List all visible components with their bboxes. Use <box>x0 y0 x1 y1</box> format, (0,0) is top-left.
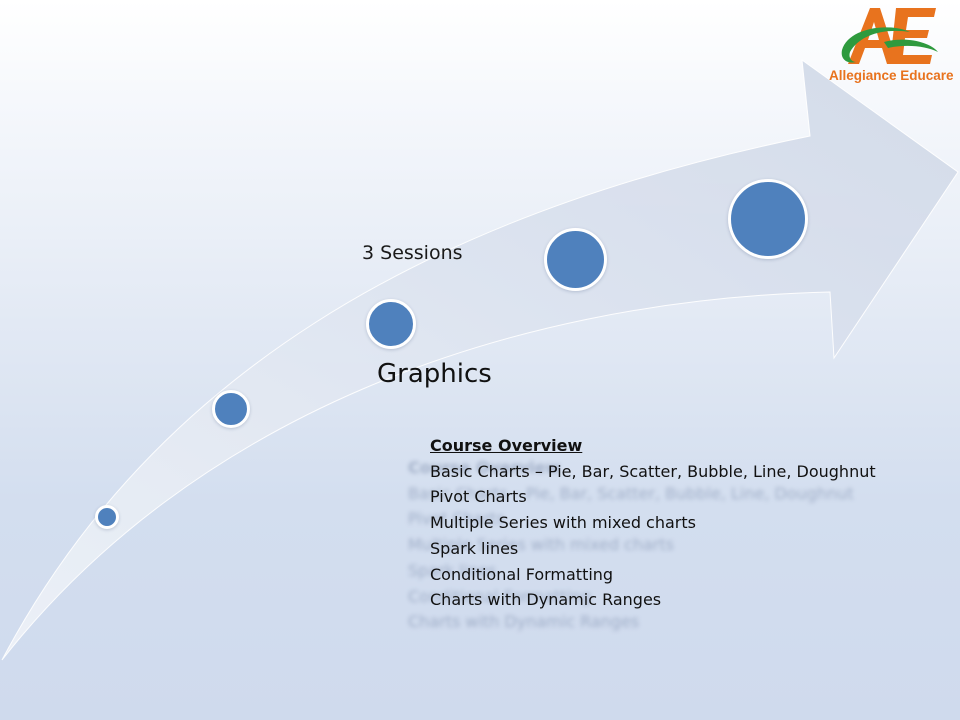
course-overview-heading: Course Overview <box>430 436 583 455</box>
timeline-milestone-1 <box>95 505 119 529</box>
overview-reflection-item: Pivot Charts <box>408 509 505 529</box>
overview-item-conditional-formatting: Conditional Formatting <box>430 564 614 584</box>
overview-reflection-item: Multiple Series with mixed charts <box>408 535 674 555</box>
overview-reflection-item: Conditional Formatting <box>408 586 592 606</box>
graphics-title: Graphics <box>377 359 492 389</box>
overview-item-basic-charts: Basic Charts – Pie, Bar, Scatter, Bubble… <box>430 461 876 481</box>
allegiance-educare-logo-icon <box>841 8 938 64</box>
overview-item-spark-lines: Spark lines <box>430 538 519 558</box>
overview-reflection-item: Spark lines <box>408 560 497 580</box>
timeline-milestone-3 <box>366 299 416 349</box>
timeline-milestone-5 <box>728 179 808 259</box>
curved-arrow-shape <box>1 58 959 661</box>
course-overview: Course Overview Basic Charts – Pie, Bar,… <box>430 433 930 613</box>
overview-reflection: Course Overview Basic Charts – Pie, Bar,… <box>408 455 908 635</box>
brand-name: Allegiance Educare <box>829 68 954 83</box>
overview-item-multiple-series: Multiple Series with mixed charts <box>430 513 696 533</box>
overview-reflection-heading: Course Overview <box>408 458 561 477</box>
timeline-milestone-2 <box>212 390 250 428</box>
overview-item-dynamic-ranges: Charts with Dynamic Ranges <box>430 590 662 610</box>
timeline-milestone-4 <box>544 228 607 291</box>
overview-reflection-item: Charts with Dynamic Ranges <box>408 612 640 632</box>
overview-item-pivot-charts: Pivot Charts <box>430 487 527 507</box>
overview-reflection-item: Basic Charts – Pie, Bar, Scatter, Bubble… <box>408 483 854 503</box>
sessions-label: 3 Sessions <box>362 242 463 264</box>
